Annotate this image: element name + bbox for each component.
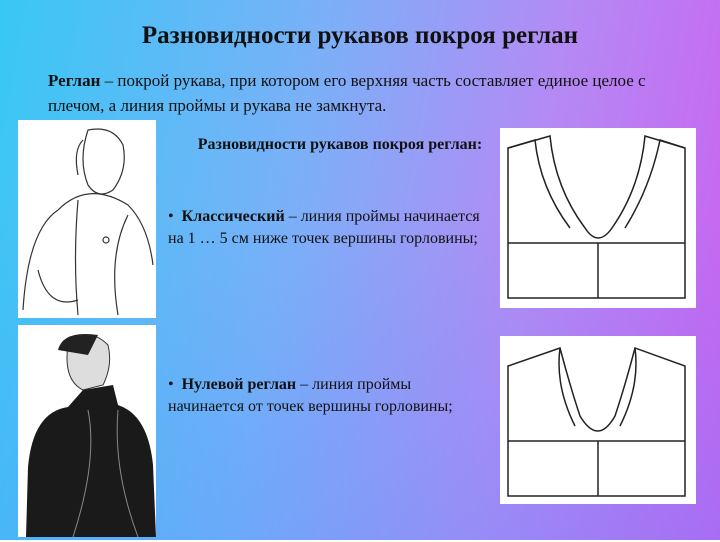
bullet: • xyxy=(168,208,174,225)
bullet: • xyxy=(168,376,174,393)
item-term: Классический xyxy=(181,208,285,225)
item-text: – линия проймы начинается от точек верши… xyxy=(168,376,453,415)
intro-term: Реглан xyxy=(48,71,101,90)
list-item-zero: • Нулевой реглан – линия проймы начинает… xyxy=(168,374,488,418)
illustration-classic-raglan xyxy=(18,120,156,318)
pattern-classic-raglan xyxy=(500,128,696,308)
illustration-zero-raglan xyxy=(18,325,156,538)
intro-paragraph: Реглан – покрой рукава, при котором его … xyxy=(48,68,688,118)
pattern-zero-raglan xyxy=(500,336,696,504)
item-text: – линия проймы начинается на 1 … 5 см ни… xyxy=(168,208,480,247)
intro-text: – покрой рукава, при котором его верхняя… xyxy=(48,71,646,115)
subtitle: Разновидности рукавов покроя реглан: xyxy=(197,136,483,153)
list-item-classic: • Классический – линия проймы начинается… xyxy=(168,206,488,250)
slide-title: Разновидности рукавов покроя реглан xyxy=(141,22,579,49)
item-term: Нулевой реглан xyxy=(181,376,297,393)
